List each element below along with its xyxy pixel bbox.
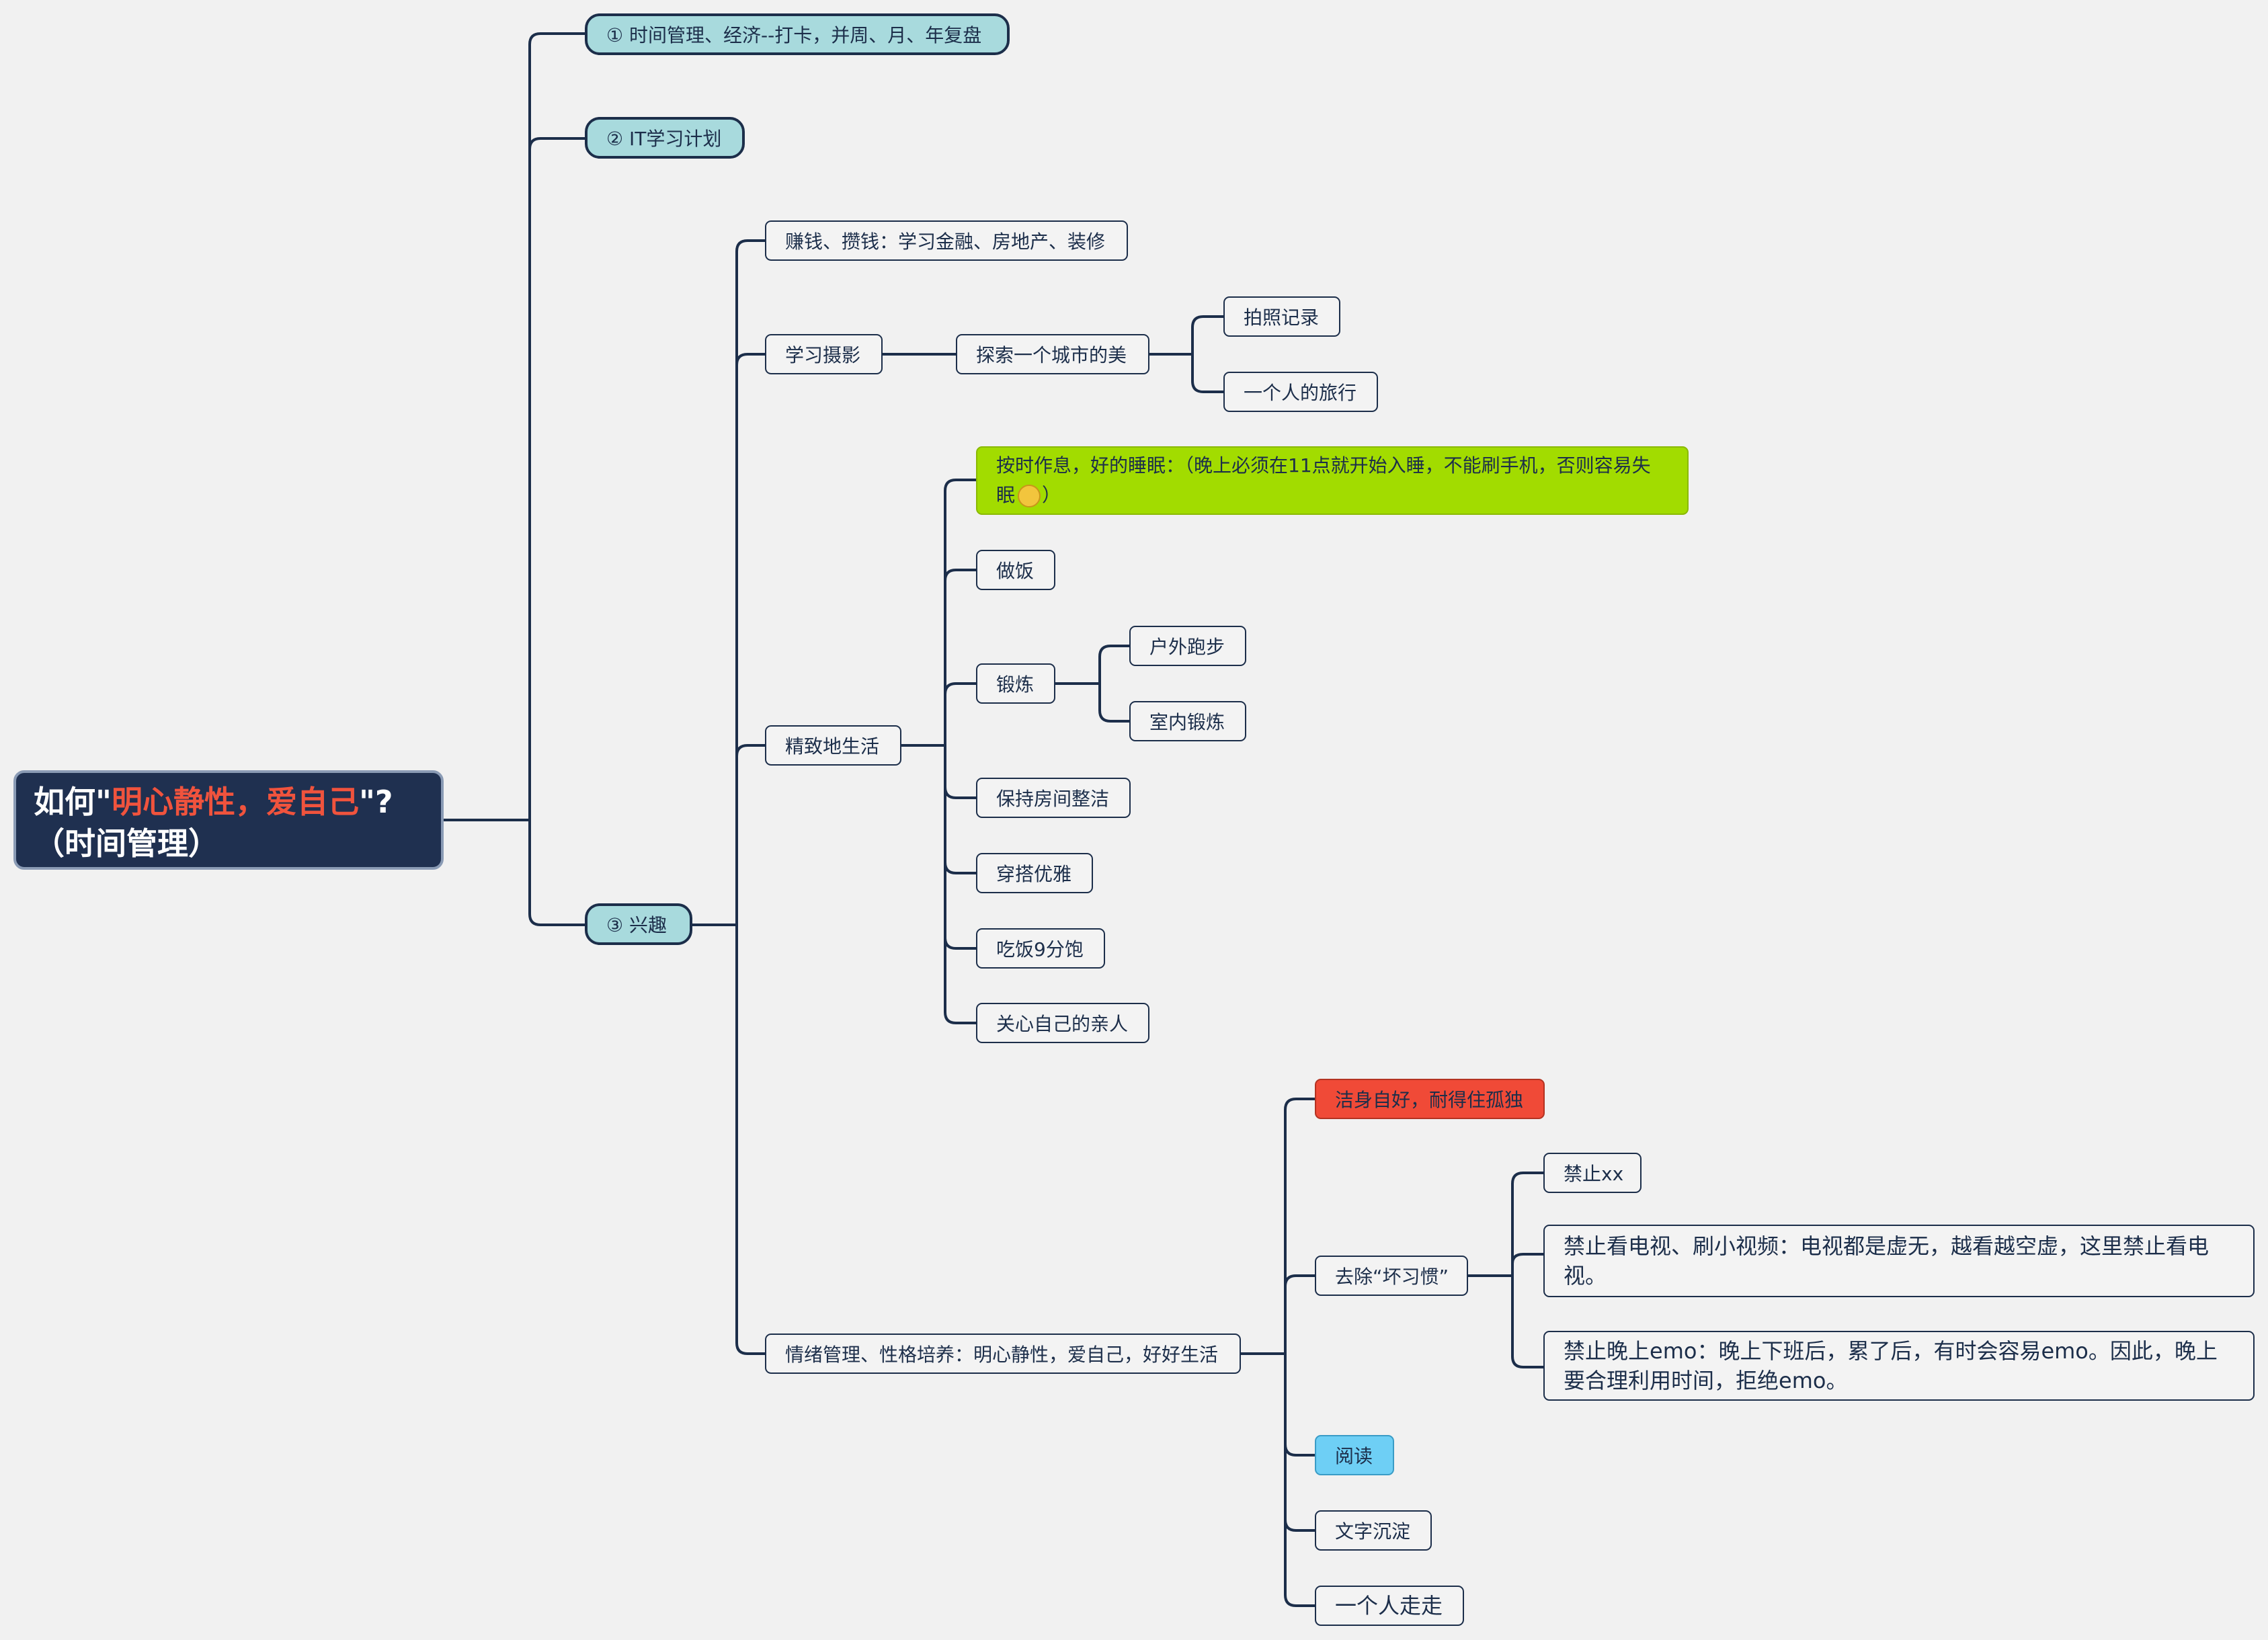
topic-it-plan[interactable]: ② IT学习计划 bbox=[585, 117, 745, 159]
topic-family[interactable]: 关心自己的亲人 bbox=[976, 1003, 1149, 1043]
topic-ban-xx[interactable]: 禁止xx bbox=[1543, 1153, 1642, 1193]
topic-explore-city[interactable]: 探索一个城市的美 bbox=[956, 334, 1149, 374]
topic-hobby[interactable]: ③ 兴趣 bbox=[585, 903, 692, 945]
topic-label: 精致地生活 bbox=[785, 735, 880, 757]
topic-label: 吃饭9分饱 bbox=[996, 938, 1084, 960]
root-highlight: 明心静性，爱自己 bbox=[111, 784, 359, 820]
topic-label: 去除“坏习惯” bbox=[1335, 1266, 1449, 1288]
topic-sleep[interactable]: 按时作息，好的睡眠：（晚上必须在11点就开始入睡，不能刷手机，否则容易失眠） bbox=[976, 446, 1689, 515]
topic-label: 禁止xx bbox=[1564, 1163, 1624, 1185]
topic-solo-travel[interactable]: 一个人的旅行 bbox=[1223, 372, 1378, 412]
sleep-text-end: ） bbox=[1042, 484, 1061, 506]
topic-reading[interactable]: 阅读 bbox=[1315, 1435, 1394, 1475]
topic-label: 学习摄影 bbox=[785, 344, 861, 366]
topic-label: 锻炼 bbox=[996, 673, 1035, 696]
topic-photography[interactable]: 学习摄影 bbox=[765, 334, 883, 374]
topic-outdoor-run[interactable]: 户外跑步 bbox=[1129, 626, 1246, 666]
root-suffix: "? bbox=[358, 784, 393, 820]
topic-label: 禁止晚上emo：晚上下班后，累了后，有时会容易emo。因此，晚上要合理利用时间，… bbox=[1564, 1338, 2218, 1393]
topic-label: 文字沉淀 bbox=[1335, 1520, 1411, 1543]
laughing-emoji-icon bbox=[1018, 485, 1041, 507]
topic-label: 一个人的旅行 bbox=[1244, 382, 1357, 404]
topic-dress[interactable]: 穿搭优雅 bbox=[976, 853, 1093, 893]
topic-label: 拍照记录 bbox=[1244, 306, 1320, 329]
topic-photo-record[interactable]: 拍照记录 bbox=[1223, 296, 1340, 337]
topic-walk-alone[interactable]: 一个人走走 bbox=[1315, 1586, 1464, 1626]
topic-tidy-room[interactable]: 保持房间整洁 bbox=[976, 778, 1131, 818]
topic-indoor-workout[interactable]: 室内锻炼 bbox=[1129, 701, 1246, 741]
topic-writing[interactable]: 文字沉淀 bbox=[1315, 1510, 1432, 1551]
topic-label: 情绪管理、性格培养：明心静性，爱自己，好好生活 bbox=[785, 1344, 1219, 1366]
topic-label: 赚钱、攒钱：学习金融、房地产、装修 bbox=[785, 231, 1106, 253]
topic-label: 关心自己的亲人 bbox=[996, 1013, 1129, 1035]
topic-ban-emo[interactable]: 禁止晚上emo：晚上下班后，累了后，有时会容易emo。因此，晚上要合理利用时间，… bbox=[1543, 1331, 2255, 1401]
root-topic[interactable]: 如何"明心静性，爱自己"? （时间管理） bbox=[13, 770, 444, 870]
topic-clean-self[interactable]: 洁身自好，耐得住孤独 bbox=[1315, 1079, 1545, 1119]
topic-ban-tv[interactable]: 禁止看电视、刷小视频：电视都是虚无，越看越空虚，这里禁止看电视。 bbox=[1543, 1225, 2255, 1297]
topic-time-management[interactable]: ① 时间管理、经济--打卡，并周、月、年复盘 bbox=[585, 13, 1010, 55]
topic-label: 户外跑步 bbox=[1149, 636, 1225, 658]
topic-label: 室内锻炼 bbox=[1149, 711, 1225, 733]
topic-label: 洁身自好，耐得住孤独 bbox=[1335, 1089, 1524, 1111]
root-prefix: 如何" bbox=[34, 784, 112, 820]
root-title-line1: 如何"明心静性，爱自己"? bbox=[34, 781, 423, 823]
topic-label: 做饭 bbox=[996, 560, 1035, 582]
topic-eat[interactable]: 吃饭9分饱 bbox=[976, 928, 1105, 969]
sleep-text: 按时作息，好的睡眠：（晚上必须在11点就开始入睡，不能刷手机，否则容易失眠 bbox=[996, 454, 1651, 506]
topic-label: 按时作息，好的睡眠：（晚上必须在11点就开始入睡，不能刷手机，否则容易失眠） bbox=[996, 451, 1668, 510]
topic-label: ② IT学习计划 bbox=[606, 128, 722, 150]
topic-label: ① 时间管理、经济--打卡，并周、月、年复盘 bbox=[606, 24, 982, 46]
topic-money[interactable]: 赚钱、攒钱：学习金融、房地产、装修 bbox=[765, 220, 1128, 261]
topic-bad-habits[interactable]: 去除“坏习惯” bbox=[1315, 1256, 1468, 1296]
topic-label: 一个人走走 bbox=[1335, 1593, 1443, 1618]
topic-emotion[interactable]: 情绪管理、性格培养：明心静性，爱自己，好好生活 bbox=[765, 1334, 1241, 1374]
topic-label: ③ 兴趣 bbox=[606, 914, 667, 936]
topic-label: 禁止看电视、刷小视频：电视都是虚无，越看越空虚，这里禁止看电视。 bbox=[1564, 1233, 2210, 1288]
topic-refined-life[interactable]: 精致地生活 bbox=[765, 725, 901, 766]
topic-exercise[interactable]: 锻炼 bbox=[976, 663, 1055, 704]
root-title-line2: （时间管理） bbox=[34, 825, 219, 862]
topic-label: 穿搭优雅 bbox=[996, 863, 1072, 885]
topic-cook[interactable]: 做饭 bbox=[976, 550, 1055, 590]
topic-label: 阅读 bbox=[1335, 1445, 1373, 1467]
topic-label: 保持房间整洁 bbox=[996, 788, 1110, 810]
topic-label: 探索一个城市的美 bbox=[976, 344, 1127, 366]
